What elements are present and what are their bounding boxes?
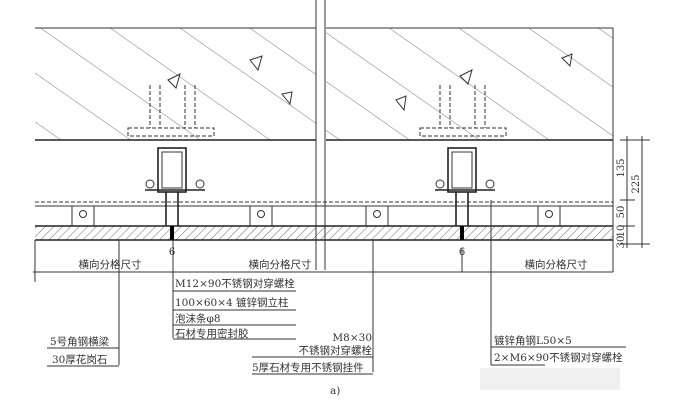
gap-dim-left: 6 [169, 247, 175, 258]
label-bolt-m12: M12×90不锈钢对穿螺栓 [175, 277, 295, 290]
horizontal-dimensions: 6 6 横向分格尺寸 横向分格尺寸 横向分格尺寸 [33, 200, 613, 372]
label-column: 100×60×4 镀锌钢立柱 [175, 296, 289, 309]
dim-10: 10 [616, 225, 627, 238]
grid-label-2: 横向分格尺寸 [249, 258, 312, 271]
break-line [315, 0, 326, 270]
label-beam: 5号角钢横梁 [50, 335, 110, 348]
grid-label-3: 横向分格尺寸 [525, 258, 588, 271]
embedded-plates [127, 85, 507, 137]
gap-dim-right: 6 [459, 247, 465, 258]
dim-30: 30 [616, 236, 627, 249]
label-foam: 泡沫条φ8 [175, 312, 221, 325]
dim-50: 50 [616, 206, 627, 219]
label-bolt-m6: 2×M6×90不锈钢对穿螺栓 [494, 351, 623, 364]
label-sealant: 石材专用密封胶 [175, 327, 249, 340]
label-angle: 镀锌角钢L50×5 [494, 334, 572, 347]
label-granite: 30厚花岗石 [52, 353, 107, 366]
dim-225: 225 [631, 174, 642, 193]
steel-columns [145, 147, 495, 193]
dim-135: 135 [616, 158, 627, 177]
granite-panels [35, 225, 613, 241]
label-bolt-m8: 不锈钢对穿螺栓 [299, 344, 373, 357]
vertical-dimensions: 135 225 50 10 30 [616, 136, 650, 248]
figure-caption: a) [330, 385, 340, 397]
leader-labels: M12×90不锈钢对穿螺栓 100×60×4 镀锌钢立柱 泡沫条φ8 石材专用密… [47, 277, 626, 397]
grid-label-1: 横向分格尺寸 [79, 258, 142, 271]
label-bolt-m8-size: M8×30 [332, 332, 372, 344]
label-hanger: 5厚石材专用不锈钢挂件 [252, 361, 364, 374]
